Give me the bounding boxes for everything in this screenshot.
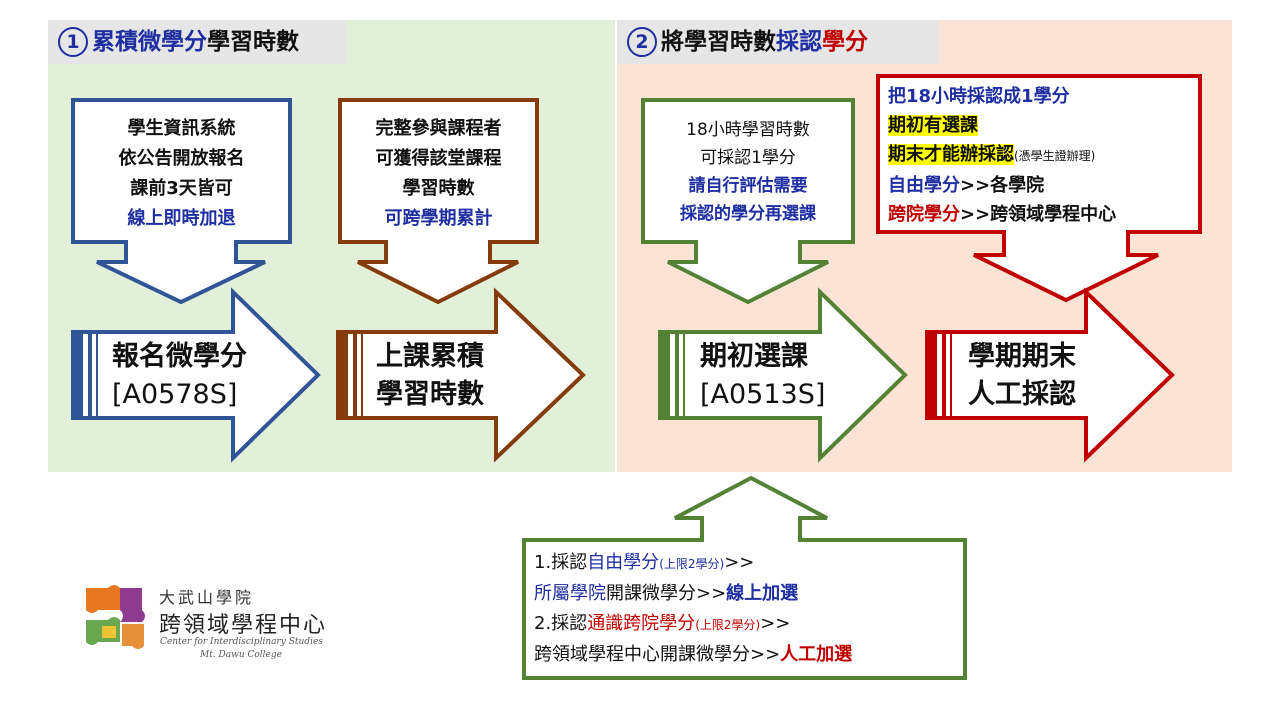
callout-4-line-3: 期末才能辦採認 <box>888 144 1014 165</box>
section-1-title-a: 累積微學分 <box>92 29 207 55</box>
callout-arrow-2 <box>338 98 539 305</box>
circled-number-1: 1 <box>58 27 88 57</box>
logo-college-name: 大武山學院 <box>159 588 255 607</box>
bottom-row-1-c: >> <box>724 552 755 573</box>
step-4-line-2: 人工採認 <box>968 379 1076 410</box>
callout-3-line-2: 可採認1學分 <box>700 148 796 168</box>
step-arrow-4 <box>925 287 1175 463</box>
step-4-label: 學期期末 人工採認 <box>968 338 1076 414</box>
bottom-row-2-b: 開課微學分>> <box>606 583 727 604</box>
callout-2-text: 完整參與課程者 可獲得該堂課程 學習時數 可跨學期累計 <box>342 114 535 234</box>
step-3-line-1: 期初選課 <box>700 341 808 372</box>
bottom-row-3-b: 通識跨院學分 <box>587 613 696 634</box>
bottom-row-4-b: 人工加選 <box>780 644 853 665</box>
bottom-row-2-a: 所屬學院 <box>534 583 606 604</box>
bottom-row-2-c: 線上加選 <box>726 583 799 604</box>
logo-center-name: 跨領域學程中心 <box>159 613 328 638</box>
logo-english-college: Mt. Dawu College <box>200 650 282 660</box>
bottom-callout-arrow <box>522 475 967 680</box>
step-arrow-2 <box>336 287 586 463</box>
step-1-line-2: [A0578S] <box>112 379 238 410</box>
callout-4-line-3-note: (憑學生證辦理) <box>1014 149 1096 163</box>
bottom-row-1-b: 自由學分 <box>587 552 660 573</box>
step-2-label: 上課累積 學習時數 <box>376 338 484 414</box>
callout-1-line-1: 學生資訊系統 <box>127 118 236 139</box>
callout-4-line-4-a: 自由學分 <box>888 175 960 196</box>
bottom-callout-text: 1.採認自由學分(上限2學分)>> 所屬學院開課微學分>>線上加選 2.採認通識… <box>534 548 852 670</box>
step-3-line-2: [A0513S] <box>700 379 826 410</box>
callout-2-line-2: 可獲得該堂課程 <box>375 148 502 169</box>
bottom-row-3-c: >> <box>760 613 791 634</box>
callout-2-line-3: 學習時數 <box>402 178 475 199</box>
callout-2-line-1: 完整參與課程者 <box>375 118 502 139</box>
callout-arrow-1 <box>71 98 292 305</box>
step-1-label: 報名微學分 [A0578S] <box>112 338 247 414</box>
step-2-line-2: 學習時數 <box>376 379 484 410</box>
callout-1-line-2: 依公告開放報名 <box>118 148 245 169</box>
callout-1-line-4: 線上即時加退 <box>127 208 236 229</box>
bottom-row-3-note: (上限2學分) <box>695 618 761 632</box>
step-2-line-1: 上課累積 <box>376 341 484 372</box>
callout-3-line-3: 請自行評估需要 <box>688 176 808 196</box>
step-arrow-3 <box>658 287 908 463</box>
section-2-title-a: 將學習時數 <box>661 29 776 55</box>
callout-4-line-4-b: >>各學院 <box>960 175 1045 196</box>
callout-3-line-1: 18小時學習時數 <box>686 120 810 140</box>
step-4-line-1: 學期期末 <box>968 341 1076 372</box>
section-2-title-c: 學分 <box>822 29 868 55</box>
puzzle-logo-icon <box>86 585 145 649</box>
callout-1-line-3: 課前3天皆可 <box>130 178 233 199</box>
section-1-title-b: 學習時數 <box>207 29 299 55</box>
callout-3-text: 18小時學習時數 可採認1學分 請自行評估需要 採認的學分再選課 <box>645 116 851 228</box>
callout-4-text: 把18小時採認成1學分 期初有選課 期末才能辦採認(憑學生證辦理) 自由學分>>… <box>888 82 1116 229</box>
logo: 大武山學院 跨領域學程中心 Center for Interdisciplina… <box>80 580 340 670</box>
callout-1-text: 學生資訊系統 依公告開放報名 課前3天皆可 線上即時加退 <box>75 114 288 234</box>
callout-arrow-3 <box>641 98 855 305</box>
callout-2-line-4: 可跨學期累計 <box>384 208 493 229</box>
bottom-row-4-a: 跨領域學程中心開課微學分>> <box>534 644 781 665</box>
bottom-row-3-a: 2.採認 <box>534 613 588 634</box>
section-2-title-b: 採認 <box>776 29 822 55</box>
bottom-row-1-a: 1.採認 <box>534 552 588 573</box>
step-3-label: 期初選課 [A0513S] <box>700 338 825 414</box>
callout-4-line-1: 把18小時採認成1學分 <box>888 86 1070 107</box>
step-1-line-1: 報名微學分 <box>112 341 247 372</box>
bottom-row-1-note: (上限2學分) <box>659 557 725 571</box>
callout-3-line-4: 採認的學分再選課 <box>680 204 816 224</box>
callout-4-line-5-a: 跨院學分 <box>888 204 960 225</box>
callout-4-line-5-b: >>跨領域學程中心 <box>960 204 1117 225</box>
circled-number-2: 2 <box>627 27 657 57</box>
logo-english-name: Center for Interdisciplinary Studies <box>160 637 323 647</box>
step-arrow-1 <box>71 287 321 463</box>
callout-4-line-2: 期初有選課 <box>888 115 978 136</box>
